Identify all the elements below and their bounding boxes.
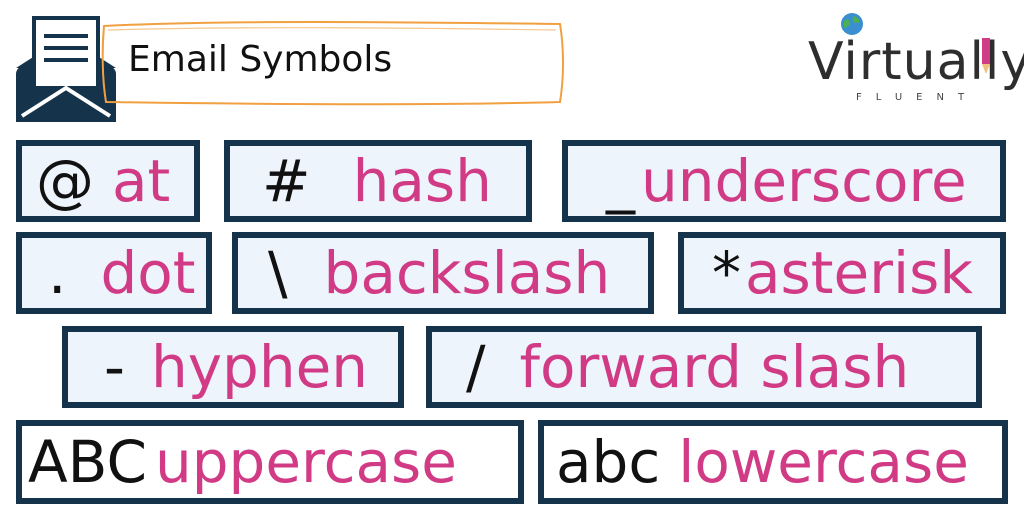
tile-word: backslash [323, 239, 611, 307]
tile-dot: . dot [16, 232, 212, 314]
tile-hash: # hash [224, 140, 532, 222]
envelope-icon [16, 16, 116, 122]
highlight-outline [101, 21, 564, 106]
brand-logo: Virtually FLUENT [808, 12, 1024, 104]
tile-symbol: abc [556, 428, 661, 496]
pencil-icon [982, 38, 990, 74]
tile-symbol: \ [268, 239, 288, 307]
tile-symbol: / [466, 333, 486, 401]
header-title-box: Email Symbols [98, 18, 566, 108]
tile-at: @ at [16, 140, 200, 222]
tile-symbol: _ [606, 147, 635, 215]
tile-word: underscore [641, 147, 967, 215]
tile-hyphen: - hyphen [62, 326, 404, 408]
tile-asterisk: * asterisk [678, 232, 1006, 314]
tile-symbol: @ [36, 147, 94, 215]
globe-icon [841, 13, 863, 35]
tile-word: lowercase [678, 428, 969, 496]
tile-lowercase: abc lowercase [538, 420, 1008, 504]
tile-symbol: # [262, 147, 311, 215]
tile-underscore: _ underscore [562, 140, 1006, 222]
page-title: Email Symbols [128, 39, 393, 80]
tile-word: uppercase [154, 428, 457, 496]
tile-word: dot [100, 239, 196, 307]
tile-word: hyphen [150, 333, 369, 401]
logo-subtitle: FLUENT [856, 92, 979, 103]
tile-symbol: - [104, 333, 125, 401]
tile-symbol: ABC [28, 428, 147, 496]
tile-symbol: . [48, 239, 67, 307]
tile-forward-slash: / forward slash [426, 326, 982, 408]
tile-word: asterisk [745, 239, 973, 307]
tile-word: hash [352, 147, 492, 215]
tile-backslash: \ backslash [232, 232, 654, 314]
tile-word: at [112, 147, 171, 215]
tile-word: forward slash [519, 333, 910, 401]
tile-uppercase: ABC uppercase [16, 420, 524, 504]
tile-symbol: * [712, 239, 741, 307]
